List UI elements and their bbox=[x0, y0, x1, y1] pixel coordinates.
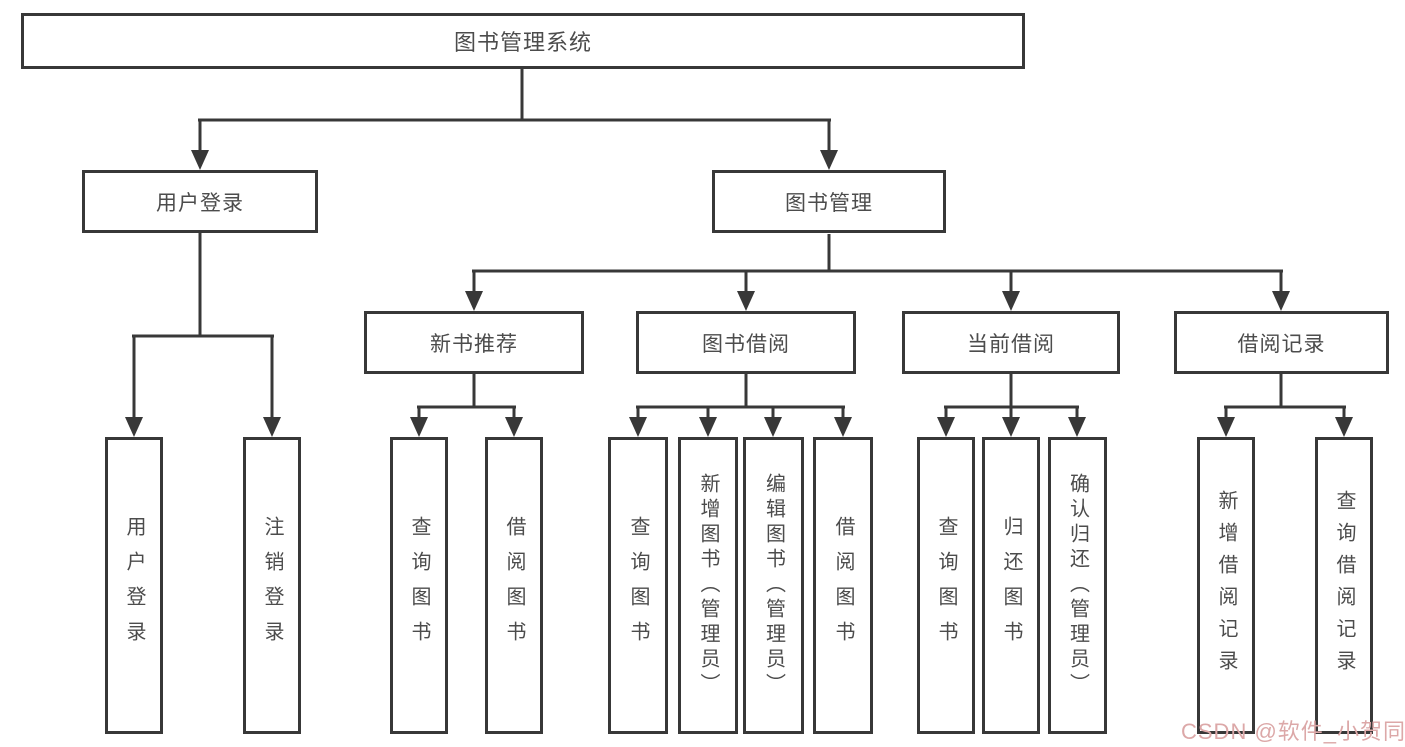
leaf-label: 查询借阅记录 bbox=[1333, 489, 1355, 682]
leaf-user-login: 用户登录 bbox=[105, 437, 163, 734]
leaf-label: 借阅图书 bbox=[503, 515, 525, 656]
leaf-cb-query-books: 查询图书 bbox=[917, 437, 975, 734]
connector-user-login-to-leaves bbox=[125, 233, 281, 437]
leaf-label: 编辑图书（管理员） bbox=[762, 473, 785, 698]
leaf-label: 查询图书 bbox=[627, 515, 649, 656]
leaf-logout-login: 注销登录 bbox=[243, 437, 301, 734]
leaf-nbr-borrow-books: 借阅图书 bbox=[485, 437, 543, 734]
node-book-management: 图书管理 bbox=[712, 170, 946, 233]
connector-root-to-level2 bbox=[191, 67, 838, 170]
connector-new-book-recommend-to-leaves bbox=[410, 374, 523, 437]
leaf-label: 注销登录 bbox=[261, 515, 283, 656]
leaf-label: 确认归还（管理员） bbox=[1066, 473, 1089, 698]
connector-book-borrowing-to-leaves bbox=[629, 374, 852, 437]
leaf-nbr-query-books: 查询图书 bbox=[390, 437, 448, 734]
leaf-bb-add-books-admin: 新增图书（管理员） bbox=[678, 437, 738, 734]
node-book-borrowing: 图书借阅 bbox=[636, 311, 856, 374]
leaf-label: 查询图书 bbox=[408, 515, 430, 656]
node-borrowing-records: 借阅记录 bbox=[1174, 311, 1389, 374]
leaf-bb-query-books: 查询图书 bbox=[608, 437, 668, 734]
leaf-br-add-record: 新增借阅记录 bbox=[1197, 437, 1255, 734]
csdn-watermark: CSDN @软件_小贺同学 bbox=[1181, 719, 1405, 744]
leaf-label: 借阅图书 bbox=[832, 515, 854, 656]
leaf-label: 查询图书 bbox=[935, 515, 957, 656]
leaf-bb-borrow-books: 借阅图书 bbox=[813, 437, 873, 734]
node-library-management-system: 图书管理系统 bbox=[21, 13, 1025, 69]
leaf-cb-return-books: 归还图书 bbox=[982, 437, 1040, 734]
node-user-login: 用户登录 bbox=[82, 170, 318, 233]
leaf-label: 新增图书（管理员） bbox=[697, 473, 719, 698]
node-current-borrowing: 当前借阅 bbox=[902, 311, 1120, 374]
connector-borrowing-records-to-leaves bbox=[1217, 374, 1353, 437]
leaf-label: 用户登录 bbox=[123, 515, 145, 656]
node-new-book-recommend: 新书推荐 bbox=[364, 311, 584, 374]
connector-book-management-to-level3 bbox=[465, 234, 1290, 311]
leaf-br-query-record: 查询借阅记录 bbox=[1315, 437, 1373, 734]
connector-current-borrowing-to-leaves bbox=[937, 374, 1086, 437]
leaf-label: 归还图书 bbox=[1000, 515, 1022, 656]
leaf-label: 新增借阅记录 bbox=[1215, 489, 1237, 682]
leaf-bb-edit-books-admin: 编辑图书（管理员） bbox=[743, 437, 804, 734]
leaf-cb-confirm-return-admin: 确认归还（管理员） bbox=[1048, 437, 1107, 734]
